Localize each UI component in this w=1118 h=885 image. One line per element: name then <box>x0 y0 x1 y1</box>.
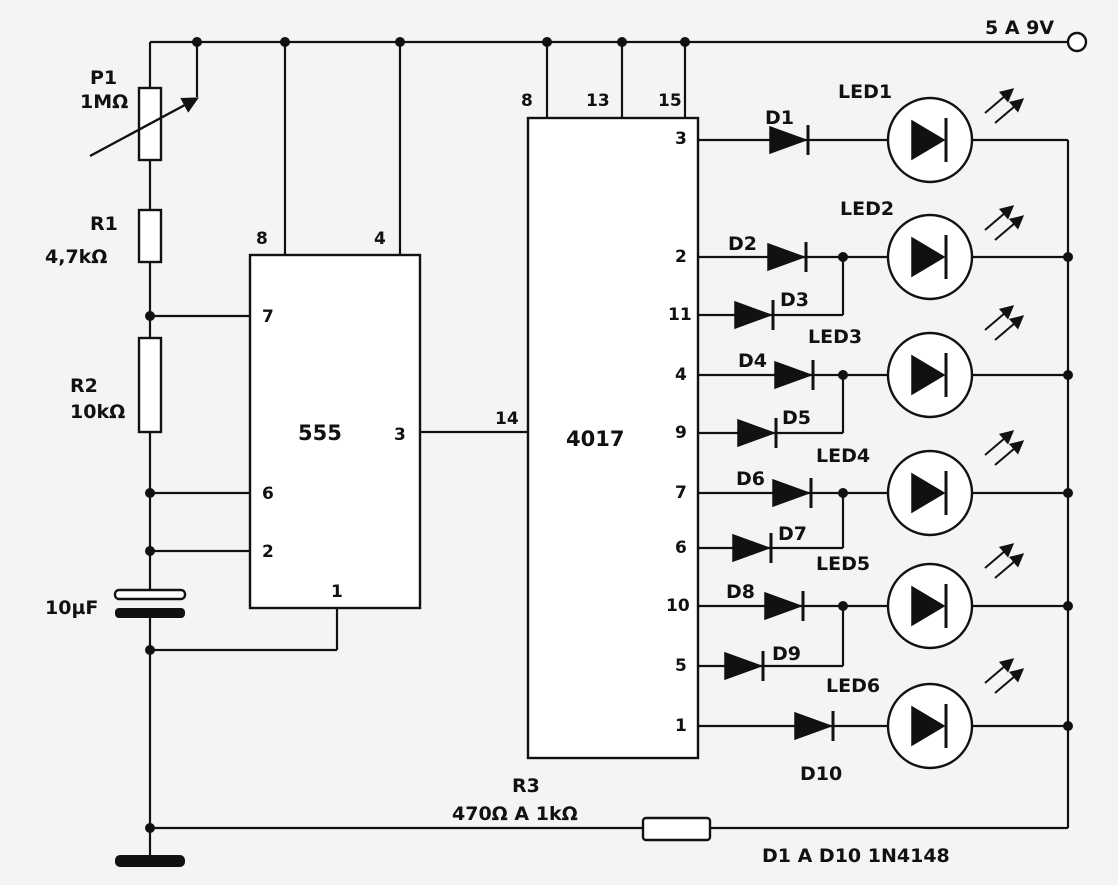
p1-value: 1MΩ <box>80 91 128 113</box>
diode-label: D2 <box>728 233 757 255</box>
diode-d3 <box>734 300 775 330</box>
resistor-r2 <box>137 336 163 434</box>
potentiometer-p1 <box>89 86 199 162</box>
capacitor-value: 10µF <box>45 597 98 619</box>
output-pin-label: 10 <box>666 596 690 616</box>
diode-label: D6 <box>736 468 765 490</box>
r1-value: 4,7kΩ <box>45 246 107 268</box>
diode-label: D3 <box>780 289 809 311</box>
ic4017-pin-8: 8 <box>521 91 533 111</box>
ic555-pin-8: 8 <box>256 229 268 249</box>
diode-d10 <box>794 711 835 741</box>
diode-label: D1 <box>765 107 794 129</box>
diode-label: D9 <box>772 643 801 665</box>
ic555-pin-1: 1 <box>331 582 343 602</box>
ic555-pin-3: 3 <box>394 425 406 445</box>
diode-d5 <box>737 418 778 448</box>
diode-d9 <box>724 651 765 681</box>
output-pin-label: 6 <box>675 538 687 558</box>
led-1 <box>886 88 1025 184</box>
output-pin-label: 3 <box>675 129 687 149</box>
led-label: LED6 <box>826 675 880 697</box>
r2-name: R2 <box>70 375 98 397</box>
diode-d4 <box>774 360 815 390</box>
supply-rail <box>150 31 1088 53</box>
ic555-pin-2: 2 <box>262 542 274 562</box>
resistor-r3 <box>641 816 712 842</box>
output-pin-label: 9 <box>675 423 687 443</box>
ic-555 <box>248 42 528 610</box>
ic4017-pin-13: 13 <box>586 91 610 111</box>
capacitor <box>113 588 187 618</box>
ic555-pin-4: 4 <box>374 229 386 249</box>
ic555-name: 555 <box>298 421 342 445</box>
led-4 <box>886 430 1025 537</box>
led-6 <box>886 658 1025 770</box>
ic-4017 <box>526 42 700 760</box>
ground-symbol <box>115 855 185 867</box>
diode-label: D10 <box>800 763 842 785</box>
r1-name: R1 <box>90 213 118 235</box>
diode-d8 <box>764 591 805 621</box>
resistor-r1 <box>137 208 163 264</box>
r3-name: R3 <box>512 775 540 797</box>
led-label: LED5 <box>816 553 870 575</box>
led-label: LED1 <box>838 81 892 103</box>
ic555-pin-6: 6 <box>262 484 274 504</box>
diode-d2 <box>767 242 808 272</box>
led-label: LED4 <box>816 445 870 467</box>
output-pin-label: 2 <box>675 247 687 267</box>
output-pin-label: 11 <box>668 305 692 325</box>
output-pin-label: 5 <box>675 656 687 676</box>
output-pin-label: 7 <box>675 483 687 503</box>
led-3 <box>886 305 1025 419</box>
led-2 <box>886 205 1025 301</box>
ic555-pin-7: 7 <box>262 307 274 327</box>
diode-label: D7 <box>778 523 807 545</box>
output-wires <box>150 138 1073 830</box>
diode-type-note: D1 A D10 1N4148 <box>762 845 950 867</box>
ic4017-pin-14: 14 <box>495 409 519 429</box>
diode-label: D4 <box>738 350 767 372</box>
ic4017-pin-15: 15 <box>658 91 682 111</box>
ic4017-name: 4017 <box>566 427 624 451</box>
diode-label: D8 <box>726 581 755 603</box>
led-5 <box>886 543 1025 650</box>
diode-label: D5 <box>782 407 811 429</box>
led-label: LED2 <box>840 198 894 220</box>
r2-value: 10kΩ <box>70 401 125 423</box>
diode-d6 <box>772 478 813 508</box>
output-pin-label: 4 <box>675 365 687 385</box>
output-pin-label: 1 <box>675 716 687 736</box>
r3-value: 470Ω A 1kΩ <box>452 803 578 825</box>
left-branch-wires <box>145 42 339 835</box>
p1-name: P1 <box>90 67 117 89</box>
supply-voltage-label: 5 A 9V <box>985 17 1054 39</box>
diode-d1 <box>769 125 810 155</box>
diode-d7 <box>732 533 773 563</box>
led-label: LED3 <box>808 326 862 348</box>
